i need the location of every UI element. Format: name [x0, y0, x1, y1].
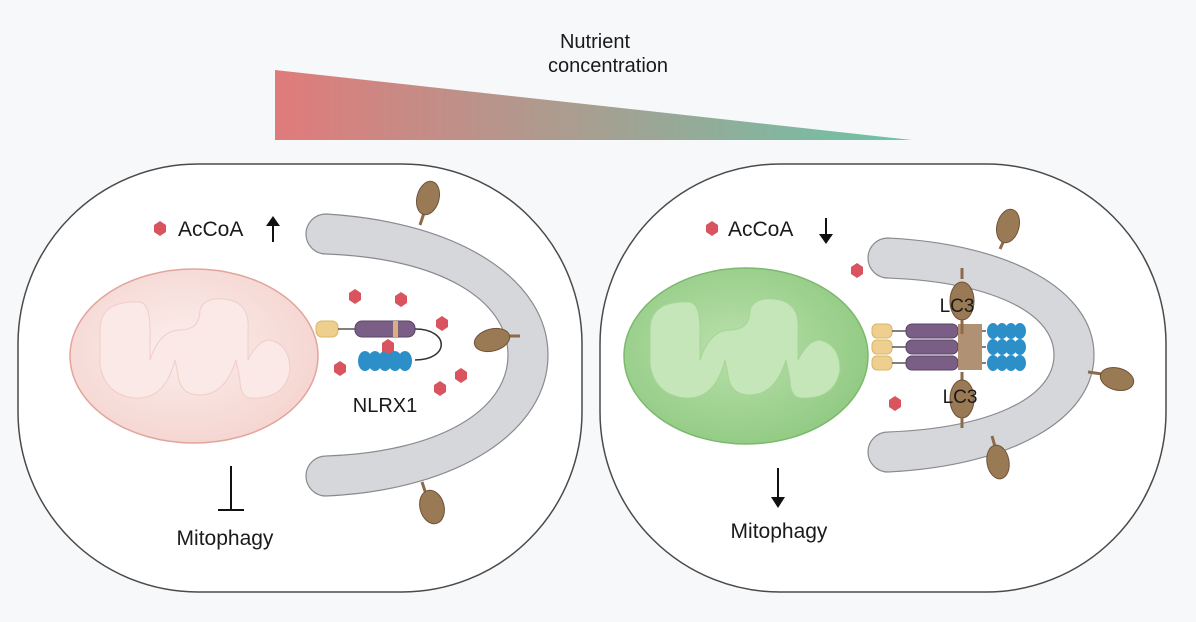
left-lrr-domain [358, 351, 412, 371]
left-lc3-protein-top [415, 180, 441, 226]
left-acetyl-dot [395, 292, 407, 307]
right-nacht-domain [905, 355, 959, 371]
left-phagophore [305, 213, 549, 497]
left-acetyl-dot [434, 381, 446, 396]
title-line-2: concentration [548, 55, 668, 77]
right-nacht-domain [905, 323, 959, 339]
right-mitochondrion-cristae [649, 298, 841, 399]
left-acetyl-dot [334, 361, 346, 376]
right-nacht-domain [905, 339, 959, 355]
right-lc3-label-bottom: LC3 [943, 387, 978, 408]
left-lc3-protein-bottom [419, 481, 445, 525]
right-lc3-protein-top-outer [995, 208, 1021, 250]
right-lc3-protein-bottom-outer [986, 435, 1010, 480]
left-acetyl-dot [455, 368, 467, 383]
right-lc3-protein-right-outer [1087, 366, 1135, 392]
left-acoa-up-arrow-icon [266, 216, 280, 242]
left-anchor-domain [315, 320, 339, 338]
nutrient-gradient-wedge [275, 70, 912, 140]
left-lc3-protein-right [473, 327, 520, 353]
left-nlrx1-label: NLRX1 [353, 395, 417, 417]
left-mitochondrion-cristae [99, 298, 291, 399]
left-cell: AcCoA NLRX1 Mitophagy [17, 163, 583, 593]
right-mitochondrion [623, 267, 869, 445]
right-acetyl-dot [889, 396, 901, 411]
right-anchor-domain [871, 323, 893, 339]
left-inhibition-icon [218, 466, 244, 511]
left-acetyl-bound [382, 339, 394, 354]
left-nlrx1-complex [315, 320, 442, 371]
left-acetyl-dot [436, 316, 448, 331]
right-anchor-domain [871, 355, 893, 371]
right-nlrx1-oligomer [871, 323, 1026, 371]
right-lc3-protein-top-inner [949, 268, 975, 334]
right-lc3-label-top: LC3 [940, 296, 975, 317]
left-nlrx1-linker [414, 328, 442, 361]
right-cell: AcCoA LC3 LC3 Mitophagy [599, 163, 1167, 593]
right-phagophore [867, 237, 1095, 473]
title-line-1: Nutrient [560, 31, 630, 53]
right-decrease-arrow-icon [771, 468, 785, 508]
right-acetyl-dot [851, 263, 863, 278]
right-acetyl-dot-legend [706, 221, 718, 236]
right-anchor-domain [871, 339, 893, 355]
right-acoa-down-arrow-icon [819, 218, 833, 244]
left-nacht-domain [354, 320, 416, 338]
left-acetyl-dot [349, 289, 361, 304]
right-acoa-label: AcCoA [728, 218, 793, 241]
left-mitophagy-label: Mitophagy [177, 527, 274, 550]
left-acoa-label: AcCoA [178, 218, 243, 241]
left-mitochondrion [69, 268, 319, 444]
right-lrr-domain [987, 323, 1026, 371]
right-mitophagy-label: Mitophagy [731, 520, 828, 543]
right-lc3-protein-bottom-inner [949, 372, 975, 428]
left-acetyl-dot-legend [154, 221, 166, 236]
